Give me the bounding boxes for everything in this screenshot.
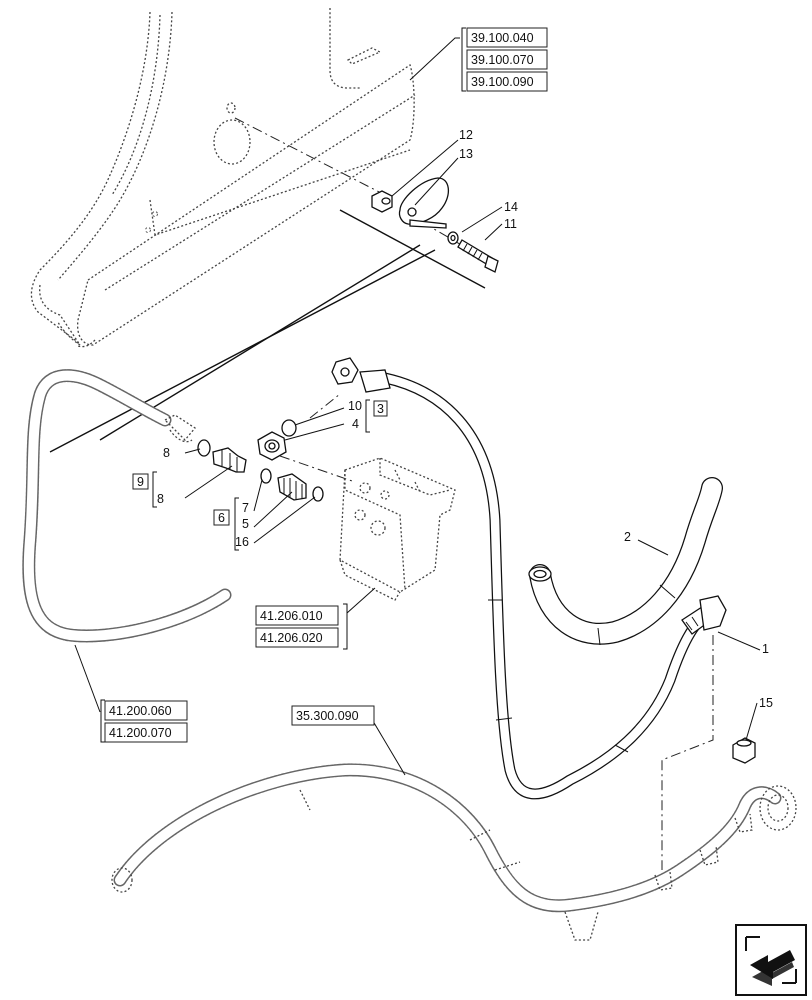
callout-2: 2 — [624, 530, 631, 544]
svg-text:41.206.020: 41.206.020 — [260, 631, 323, 645]
arrow-next-page-icon[interactable] — [735, 924, 807, 996]
callout-labels: 12 13 14 11 10 4 8 8 7 5 16 2 1 15 — [157, 128, 773, 710]
mounting-plate-lines — [49, 209, 486, 453]
adapter-part-7 — [277, 473, 307, 501]
phantom-lower-pipe — [111, 763, 797, 941]
phantom-valve-block — [339, 457, 456, 601]
callout-15: 12 — [459, 128, 473, 142]
callout-5: 15 — [759, 696, 773, 710]
svg-text:41.200.070: 41.200.070 — [109, 726, 172, 740]
clamp-part-14 — [398, 177, 449, 229]
group-box-9: 9 — [132, 471, 157, 508]
callout-14: 13 — [459, 147, 473, 161]
washer-part-13 — [447, 231, 459, 245]
fitting-part-4 — [257, 431, 287, 461]
svg-text:39.100.040: 39.100.040 — [471, 31, 534, 45]
callout-8-lower: 7 — [242, 501, 249, 515]
svg-text:6: 6 — [218, 511, 225, 525]
svg-text:41.206.010: 41.206.010 — [260, 609, 323, 623]
axis-line-elbow — [661, 635, 714, 870]
bolt-part-12 — [457, 239, 499, 273]
callout-1: 1 — [762, 642, 769, 656]
leader-lines — [74, 37, 761, 776]
callout-12: 11 — [504, 217, 517, 231]
o-ring-part-16 — [312, 486, 324, 502]
svg-text:39.100.090: 39.100.090 — [471, 75, 534, 89]
spacer-part-15 — [371, 190, 393, 213]
hose-assembly — [331, 357, 727, 800]
callout-16: 16 — [235, 535, 249, 549]
callout-7: 5 — [242, 517, 249, 531]
callout-11: 10 — [348, 399, 362, 413]
callout-8-upper: 8 — [163, 446, 170, 460]
adapter-part-10 — [212, 447, 247, 473]
o-ring-part-8-left — [197, 439, 211, 457]
svg-text:39.100.070: 39.100.070 — [471, 53, 534, 67]
ref-group-valve: 41.206.010 41.206.020 — [255, 603, 348, 650]
nut-part-5 — [732, 737, 756, 764]
ref-group-hose-lower: 35.300.090 — [291, 705, 375, 726]
o-ring-part-11 — [281, 419, 297, 437]
svg-text:3: 3 — [377, 402, 384, 416]
callout-4: 4 — [352, 417, 359, 431]
axis-line-fittings — [279, 393, 356, 483]
ref-group-hose-left: 41.200.060 41.200.070 — [100, 699, 188, 743]
group-box-3: 3 — [365, 399, 388, 433]
pipe-part-2 — [528, 477, 723, 646]
phantom-frame — [30, 8, 416, 348]
group-box-6: 6 — [213, 497, 239, 551]
o-ring-part-8-right — [260, 468, 272, 484]
ref-group-frame: 39.100.040 39.100.070 39.100.090 — [461, 27, 548, 92]
svg-text:41.200.060: 41.200.060 — [109, 704, 172, 718]
svg-text:9: 9 — [137, 475, 144, 489]
phantom-hose-left — [22, 369, 232, 643]
callout-10: 8 — [157, 492, 164, 506]
callout-13: 14 — [504, 200, 518, 214]
svg-text:35.300.090: 35.300.090 — [296, 709, 359, 723]
